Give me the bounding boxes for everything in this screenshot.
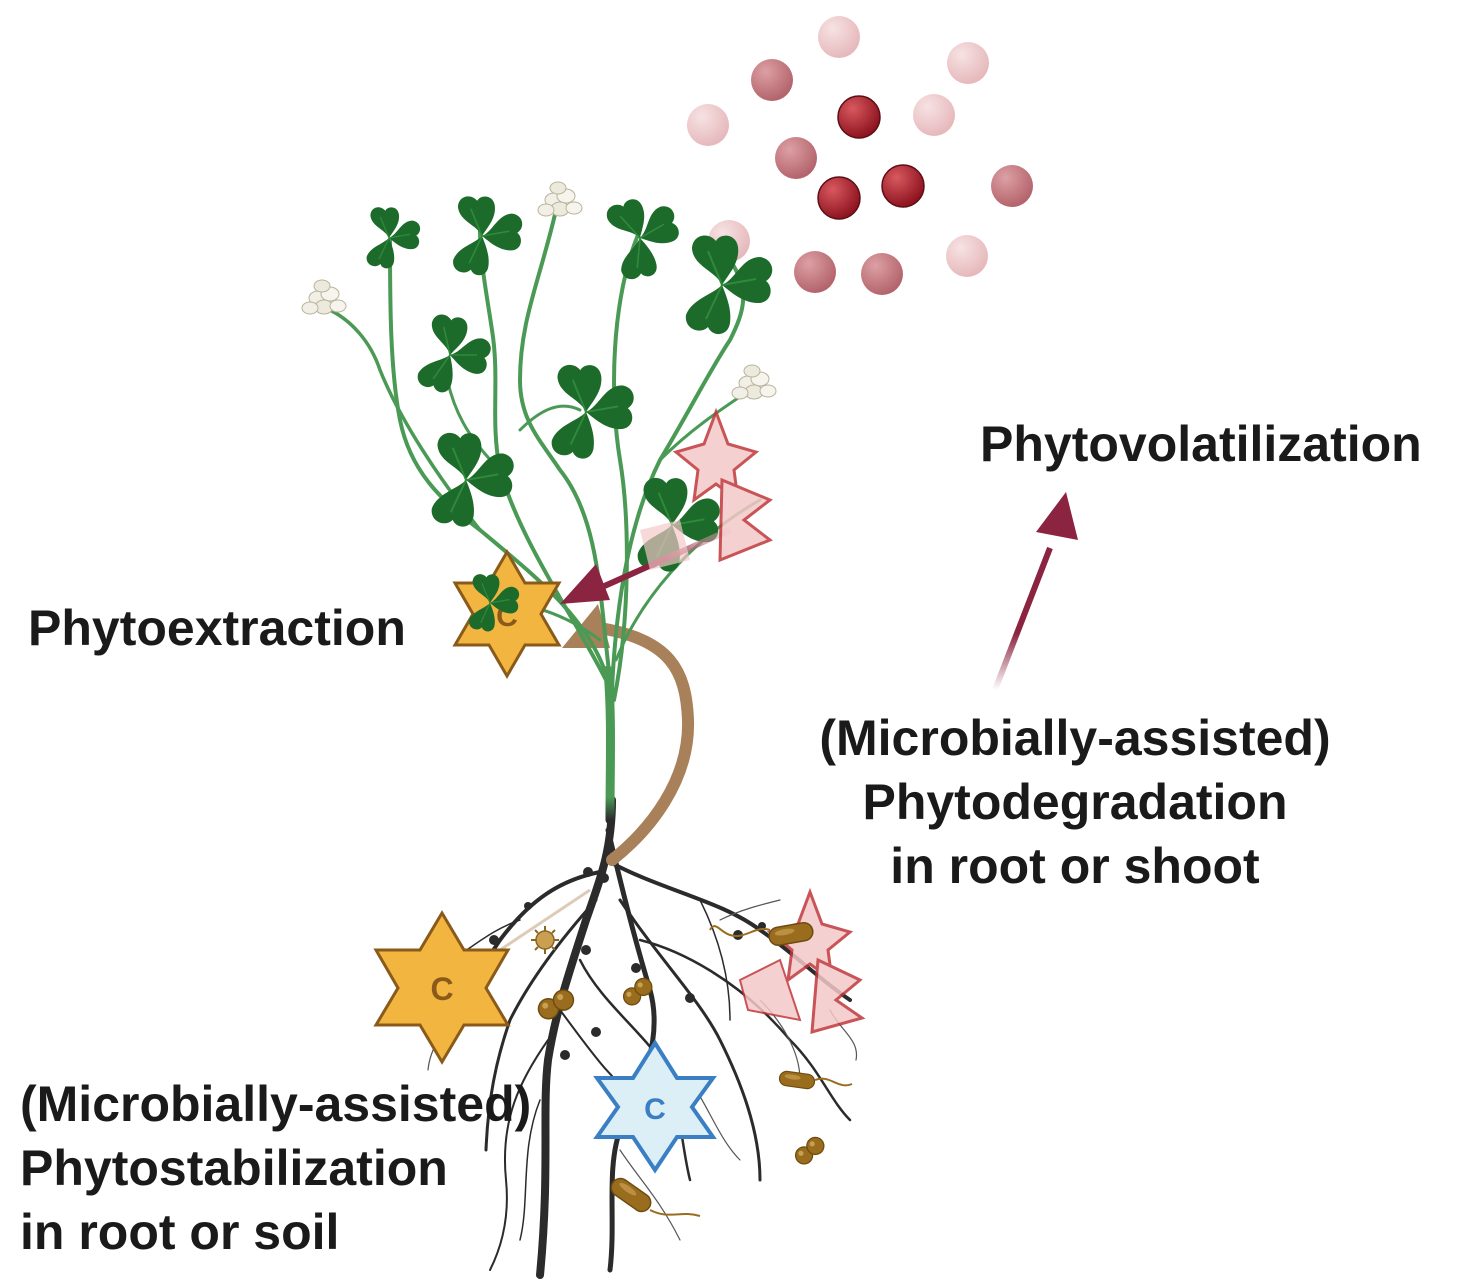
phytostabilization-line: in root or soil [20,1204,340,1260]
leaf [414,311,497,401]
volatile-particle [817,176,861,220]
phytoextraction-label: Phytoextraction [28,600,406,656]
volatile-particle [837,95,881,139]
bacterium-rod [777,1069,817,1091]
leaf [452,195,524,277]
phytostabilization-label: (Microbially-assisted) Phytostabilizatio… [20,1072,531,1264]
microbes [531,920,853,1217]
phytodegradation-label: (Microbially-assisted) Phytodegradation … [780,706,1370,898]
phytodegradation-line: (Microbially-assisted) [819,710,1331,766]
volatile-particle [775,137,817,179]
flower [731,364,777,400]
leaf [550,363,635,460]
volatile-particle [818,16,860,58]
leaf [684,234,774,336]
leaf [365,206,421,270]
volatile-particle [794,251,836,293]
phytodegradation-line: in root or shoot [890,838,1260,894]
phytostabilization-line: Phytostabilization [20,1140,448,1196]
leaves [365,186,774,633]
degraded-fragments-root [738,887,866,1035]
phytodegradation-line: Phytodegradation [862,774,1288,830]
virus-particle [531,926,559,954]
phytovolatilization-label: Phytovolatilization [980,416,1422,472]
contaminant-symbol: C [430,971,453,1007]
leaf [598,186,693,286]
phytostabilization-line: (Microbially-assisted) [20,1076,532,1132]
plant-stems [328,208,762,825]
volatilization-arrow [992,492,1078,692]
flower [301,279,347,315]
volatile-particle [947,42,989,84]
contaminant-star-blue: C [593,1039,717,1174]
volatile-particles [687,16,1033,295]
bacterium-rod [607,1174,655,1216]
volatile-particle [861,253,903,295]
contaminant-star-orange-root: C [373,910,511,1065]
contaminant-symbol: C [644,1093,666,1126]
volatile-particle [751,59,793,101]
degraded-fragments-shoot [640,407,774,570]
volatile-particle [913,94,955,136]
volatile-particle [687,104,729,146]
bacterium-cocci [790,1133,829,1168]
root-nodules [489,867,766,1060]
bacterium-cocci [533,986,579,1023]
flower [537,181,583,217]
volatile-particle [946,235,988,277]
volatile-particle [991,165,1033,207]
volatile-particle [881,164,925,208]
